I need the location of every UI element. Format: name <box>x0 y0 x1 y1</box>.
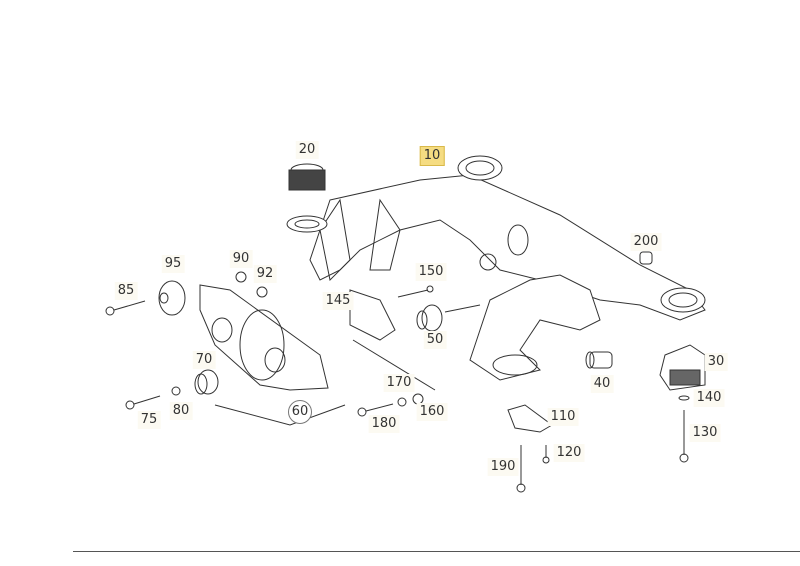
bolt-140 <box>679 410 689 463</box>
subframe-part <box>309 155 706 381</box>
callout-80[interactable]: 80 <box>169 402 193 420</box>
bushing-70 <box>194 369 219 395</box>
mount-95 <box>158 280 186 316</box>
callout-60[interactable]: 60 <box>288 400 312 424</box>
nut-200 <box>639 251 653 265</box>
callout-120[interactable]: 190 <box>487 458 519 476</box>
callout-50[interactable]: 50 <box>423 331 447 349</box>
callout-95[interactable]: 95 <box>161 255 185 273</box>
bolt-75 <box>125 395 161 410</box>
bolt-120 <box>516 445 526 493</box>
washer-80 <box>171 386 181 396</box>
nut-90 <box>235 271 247 283</box>
callout-40[interactable]: 40 <box>590 375 614 393</box>
callout-170[interactable]: 160 <box>416 403 448 421</box>
bolt-190 <box>357 403 394 417</box>
mount-30 <box>659 344 706 391</box>
bolt-85 <box>105 300 146 316</box>
callout-130[interactable]: 120 <box>553 444 585 462</box>
callout-70[interactable]: 70 <box>192 351 216 369</box>
bushing-40 <box>585 351 613 369</box>
washer-145 <box>678 395 690 401</box>
callout-150[interactable]: 145 <box>322 292 354 310</box>
callout-75[interactable]: 75 <box>137 411 161 429</box>
bolt-130 <box>542 445 550 464</box>
callout-92[interactable]: 92 <box>253 265 277 283</box>
callout-160[interactable]: 150 <box>415 263 447 281</box>
callout-10-highlighted[interactable]: 10 <box>419 146 445 166</box>
carrier-plate-60 <box>199 284 346 426</box>
callout-145[interactable]: 140 <box>693 389 725 407</box>
washer-92 <box>256 286 268 298</box>
callout-110[interactable]: 110 <box>547 408 579 426</box>
callout-90[interactable]: 90 <box>229 250 253 268</box>
callout-190[interactable]: 180 <box>368 415 400 433</box>
callout-140[interactable]: 130 <box>689 424 721 442</box>
plate-110 <box>507 404 553 433</box>
bracket-150 <box>349 289 436 391</box>
callout-20[interactable]: 20 <box>295 141 319 159</box>
callout-180[interactable]: 170 <box>383 374 415 392</box>
callout-200[interactable]: 200 <box>630 233 662 251</box>
bushing-50 <box>416 304 481 332</box>
washer-180 <box>397 397 407 407</box>
callout-30[interactable]: 30 <box>704 353 728 371</box>
callout-85[interactable]: 85 <box>114 282 138 300</box>
bushing-20 <box>286 163 328 233</box>
bolt-160 <box>397 285 434 298</box>
baseline-divider <box>73 551 800 552</box>
